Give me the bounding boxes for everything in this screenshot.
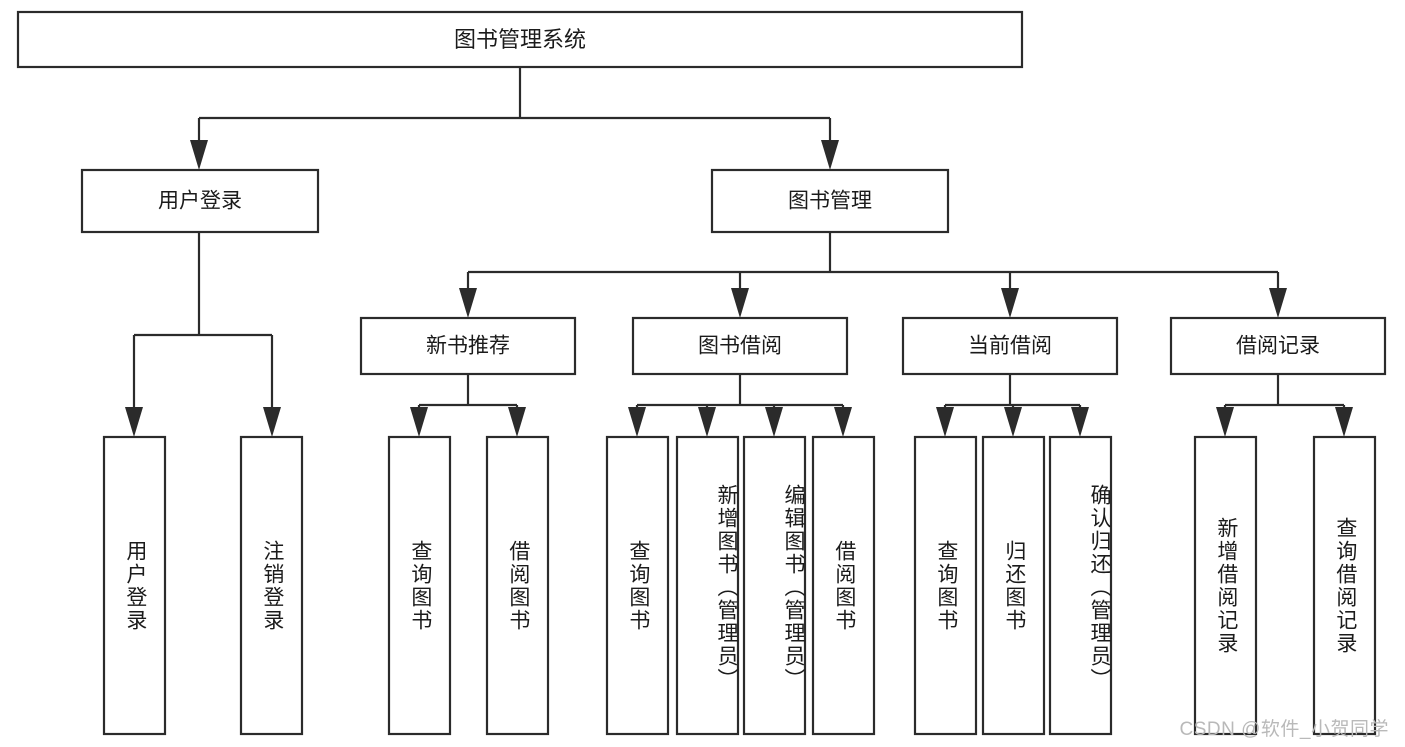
node-new-book-recommend[interactable]: 新书推荐 [359, 316, 577, 376]
node-leaf-user-logout-box[interactable] [239, 435, 304, 736]
arrow-to-leaf-borrow-book-1 [508, 407, 526, 437]
node-book-borrow[interactable]: 图书借阅 [631, 316, 849, 376]
arrow-to-book-borrow [731, 288, 749, 318]
arrow-to-new-book-recommend [459, 288, 477, 318]
node-leaf-add-book-box[interactable] [675, 435, 740, 736]
node-current-borrow-box[interactable] [901, 316, 1119, 376]
node-book-borrow-label: 图书借阅 [698, 335, 782, 358]
node-book-management-box[interactable] [710, 168, 950, 234]
node-root[interactable]: 图书管理系统 [16, 10, 1024, 69]
node-leaf-query-book-1-box[interactable] [387, 435, 452, 736]
arrow-to-leaf-confirm-return [1071, 407, 1089, 437]
arrow-to-borrow-record [1269, 288, 1287, 318]
arrow-to-leaf-query-record [1335, 407, 1353, 437]
connector-layer [125, 67, 1353, 437]
node-layer: 图书管理系统 用户登录 图书管理 新书推荐 图书借阅 当前 [16, 10, 1387, 736]
arrow-to-leaf-query-book-2 [628, 407, 646, 437]
arrow-to-leaf-return-book [1004, 407, 1022, 437]
arrow-to-leaf-query-book-1 [410, 407, 428, 437]
node-current-borrow-label: 当前借阅 [968, 335, 1052, 358]
node-leaf-query-record-box[interactable] [1312, 435, 1377, 736]
node-root-box[interactable] [16, 10, 1024, 69]
node-user-login[interactable]: 用户登录 [80, 168, 320, 234]
node-new-book-recommend-box[interactable] [359, 316, 577, 376]
node-leaf-edit-book-box[interactable] [742, 435, 807, 736]
node-root-label: 图书管理系统 [454, 27, 586, 52]
arrow-root-to-book-management [821, 140, 839, 170]
node-leaf-query-book-3-box[interactable] [913, 435, 978, 736]
node-borrow-record-label: 借阅记录 [1236, 335, 1320, 358]
node-leaf-query-book-2-box[interactable] [605, 435, 670, 736]
csdn-watermark: CSDN @软件_小贺同学 [1179, 719, 1389, 740]
node-user-login-label: 用户登录 [158, 190, 242, 213]
node-book-borrow-box[interactable] [631, 316, 849, 376]
node-leaf-borrow-book-1-box[interactable] [485, 435, 550, 736]
arrow-to-leaf-add-book [698, 407, 716, 437]
arrow-to-leaf-query-book-3 [936, 407, 954, 437]
arrow-to-leaf-user-login [125, 407, 143, 437]
node-leaf-borrow-book-2-box[interactable] [811, 435, 876, 736]
node-leaf-user-login-box[interactable] [102, 435, 167, 736]
arrow-to-leaf-user-logout [263, 407, 281, 437]
node-new-book-recommend-label: 新书推荐 [426, 335, 510, 358]
arrow-to-leaf-add-record [1216, 407, 1234, 437]
arrow-to-leaf-edit-book [765, 407, 783, 437]
node-current-borrow[interactable]: 当前借阅 [901, 316, 1119, 376]
arrow-root-to-user-login [190, 140, 208, 170]
node-leaf-add-record-box[interactable] [1193, 435, 1258, 736]
node-book-management-label: 图书管理 [788, 190, 872, 213]
node-user-login-box[interactable] [80, 168, 320, 234]
node-leaf-confirm-return-box[interactable] [1048, 435, 1113, 736]
arrow-to-leaf-borrow-book-2 [834, 407, 852, 437]
node-borrow-record[interactable]: 借阅记录 [1169, 316, 1387, 376]
node-leaf-return-book-box[interactable] [981, 435, 1046, 736]
node-book-management[interactable]: 图书管理 [710, 168, 950, 234]
arrow-to-current-borrow [1001, 288, 1019, 318]
node-borrow-record-box[interactable] [1169, 316, 1387, 376]
